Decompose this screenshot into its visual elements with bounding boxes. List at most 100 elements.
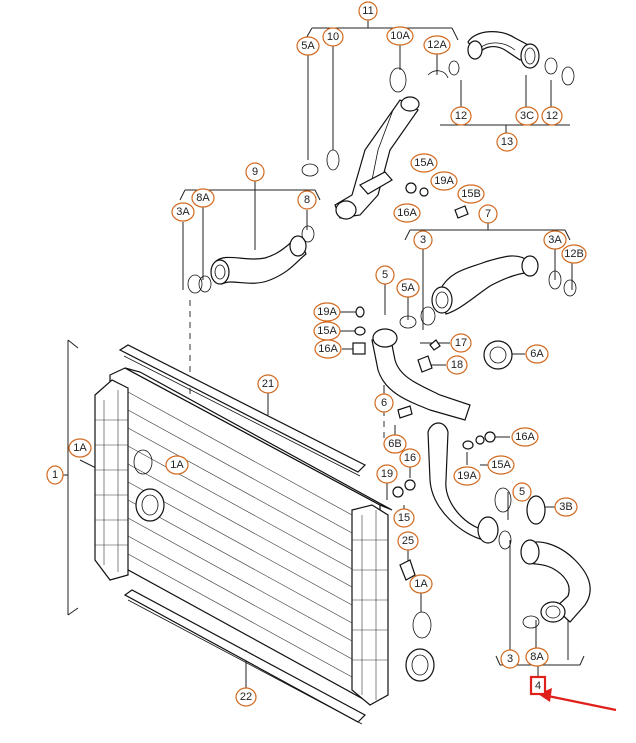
label-19[interactable]: 19 <box>376 464 398 484</box>
svg-text:19A: 19A <box>434 175 454 187</box>
label-7[interactable]: 7 <box>478 204 498 224</box>
svg-text:3A: 3A <box>176 206 190 218</box>
svg-text:4: 4 <box>535 680 541 692</box>
label-1A-low[interactable]: 1A <box>409 574 433 594</box>
svg-text:5A: 5A <box>401 282 415 294</box>
svg-text:11: 11 <box>362 5 373 17</box>
label-21[interactable]: 21 <box>257 374 279 394</box>
label-3A-right[interactable]: 3A <box>543 230 567 250</box>
svg-text:9: 9 <box>252 166 258 178</box>
svg-text:5: 5 <box>382 269 388 281</box>
label-16[interactable]: 16 <box>399 448 421 468</box>
highlight-arrow <box>538 688 617 712</box>
label-5A-mid[interactable]: 5A <box>396 278 420 298</box>
label-15A-top[interactable]: 15A <box>410 153 438 173</box>
svg-text:25: 25 <box>402 535 414 547</box>
label-1A-mid[interactable]: 1A <box>165 455 189 475</box>
label-12B[interactable]: 12B <box>561 244 587 264</box>
label-19A-top[interactable]: 19A <box>430 171 458 191</box>
label-5-low[interactable]: 5 <box>512 482 532 502</box>
svg-text:16A: 16A <box>397 207 417 219</box>
svg-text:16: 16 <box>404 452 416 464</box>
svg-text:8A: 8A <box>196 192 210 204</box>
svg-text:1A: 1A <box>73 442 87 454</box>
label-18[interactable]: 18 <box>446 355 468 375</box>
svg-text:5: 5 <box>519 486 525 498</box>
label-9[interactable]: 9 <box>245 162 265 182</box>
label-5A-top[interactable]: 5A <box>296 36 320 56</box>
svg-text:6A: 6A <box>530 348 544 360</box>
label-8A-low[interactable]: 8A <box>525 647 549 667</box>
svg-text:1: 1 <box>52 469 58 481</box>
label-16A-top[interactable]: 16A <box>393 203 421 223</box>
svg-text:7: 7 <box>485 208 491 220</box>
svg-text:3C: 3C <box>520 110 534 122</box>
label-8-left[interactable]: 8 <box>297 190 317 210</box>
svg-text:6B: 6B <box>388 438 401 450</box>
label-10[interactable]: 10 <box>322 27 344 47</box>
part-labels: 11 5A 10 10A 12A 12 3C 12 13 9 3A 8A 8 1… <box>46 1 587 707</box>
svg-text:8: 8 <box>304 194 310 206</box>
svg-text:10A: 10A <box>390 30 410 42</box>
label-3C[interactable]: 3C <box>515 106 539 126</box>
pipe-11 <box>301 67 469 220</box>
label-4[interactable]: 4 <box>529 675 547 696</box>
label-15B[interactable]: 15B <box>457 184 485 204</box>
label-15[interactable]: 15 <box>393 508 415 528</box>
svg-text:12A: 12A <box>427 39 447 51</box>
label-12-top[interactable]: 12 <box>450 106 472 126</box>
label-22[interactable]: 22 <box>235 687 257 707</box>
svg-text:8A: 8A <box>530 651 544 663</box>
label-3A-left[interactable]: 3A <box>171 202 195 222</box>
label-6A[interactable]: 6A <box>525 344 549 364</box>
label-19A-left[interactable]: 19A <box>313 302 341 322</box>
svg-text:12: 12 <box>546 110 558 122</box>
svg-text:13: 13 <box>501 136 513 148</box>
svg-text:15A: 15A <box>491 459 511 471</box>
svg-text:12: 12 <box>455 110 467 122</box>
svg-text:12B: 12B <box>564 248 584 260</box>
svg-text:18: 18 <box>451 359 463 371</box>
svg-text:19: 19 <box>381 468 393 480</box>
svg-text:19A: 19A <box>457 470 477 482</box>
svg-text:5A: 5A <box>301 40 315 52</box>
svg-text:19A: 19A <box>317 306 337 318</box>
label-6[interactable]: 6 <box>374 393 394 413</box>
hose-9 <box>187 225 315 294</box>
label-8A-left[interactable]: 8A <box>191 188 215 208</box>
svg-text:15A: 15A <box>317 325 337 337</box>
svg-text:3: 3 <box>420 234 426 246</box>
label-12-right[interactable]: 12 <box>541 106 563 126</box>
label-3-mid[interactable]: 3 <box>413 230 433 250</box>
svg-text:17: 17 <box>455 337 467 349</box>
label-1A-top[interactable]: 1A <box>68 438 92 458</box>
label-11[interactable]: 11 <box>358 1 378 21</box>
label-6B[interactable]: 6B <box>383 434 407 454</box>
svg-text:6: 6 <box>381 397 387 409</box>
svg-text:15: 15 <box>398 512 410 524</box>
label-1[interactable]: 1 <box>46 465 64 485</box>
svg-text:15A: 15A <box>414 157 434 169</box>
hose-4 <box>520 539 591 629</box>
label-15A-left[interactable]: 15A <box>313 321 341 341</box>
label-5-mid[interactable]: 5 <box>375 265 395 285</box>
svg-text:15B: 15B <box>461 188 481 200</box>
svg-text:1A: 1A <box>170 459 184 471</box>
label-15A-right[interactable]: 15A <box>487 455 515 475</box>
hose-7 <box>420 255 577 326</box>
label-19A-right[interactable]: 19A <box>453 466 481 486</box>
svg-text:22: 22 <box>240 691 252 703</box>
label-16A-right[interactable]: 16A <box>511 427 539 447</box>
label-17[interactable]: 17 <box>450 333 472 353</box>
label-10A[interactable]: 10A <box>386 26 414 46</box>
label-16A-left[interactable]: 16A <box>314 339 342 359</box>
svg-text:21: 21 <box>262 378 274 390</box>
label-25[interactable]: 25 <box>397 531 419 551</box>
svg-text:3B: 3B <box>559 501 572 513</box>
svg-text:16A: 16A <box>515 431 535 443</box>
label-3B[interactable]: 3B <box>554 497 578 517</box>
label-13[interactable]: 13 <box>496 132 518 152</box>
label-12A[interactable]: 12A <box>423 35 451 55</box>
label-3-low[interactable]: 3 <box>500 649 520 669</box>
